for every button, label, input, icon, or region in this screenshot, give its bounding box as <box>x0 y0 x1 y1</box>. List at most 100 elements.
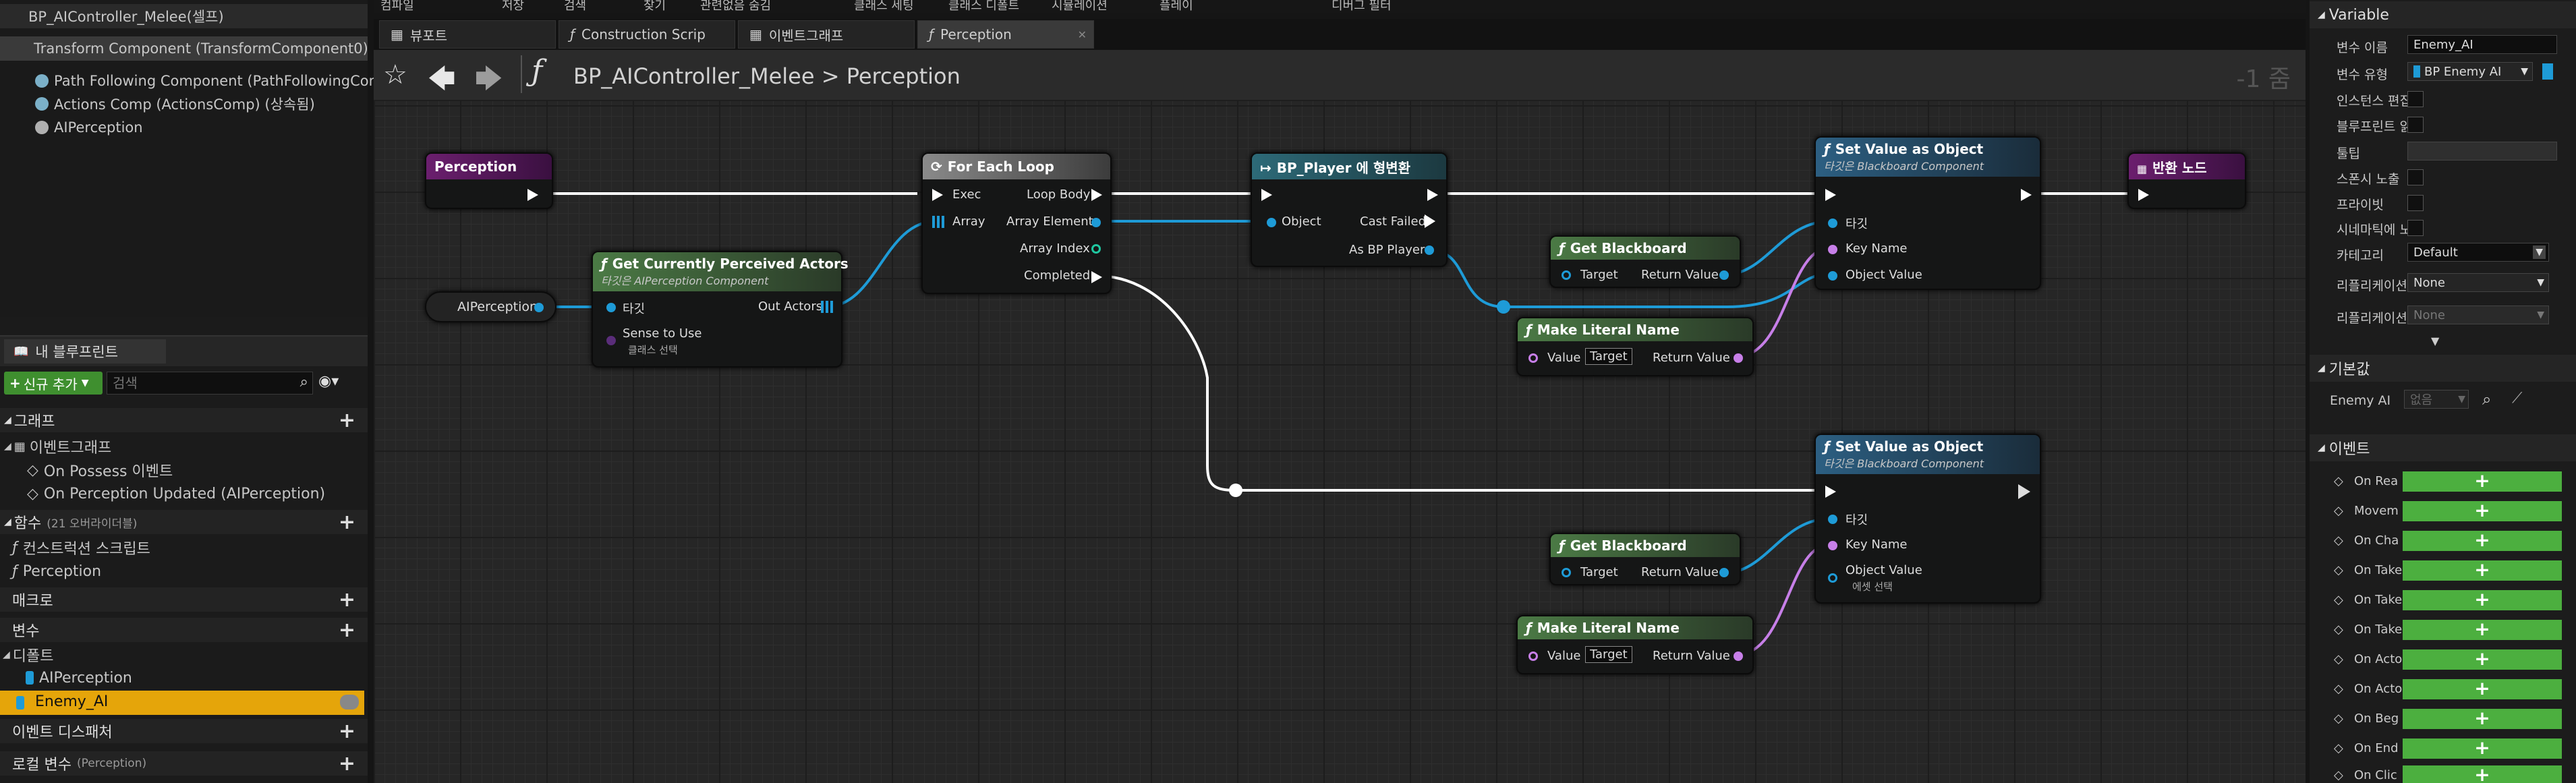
my-blueprint-tab[interactable]: 📖내 블루프린트 <box>4 339 166 364</box>
close-tab-icon[interactable]: ✕ <box>1077 28 1087 41</box>
section-event-dispatchers[interactable]: 이벤트 디스패처+ <box>0 719 368 743</box>
menu-class-settings[interactable]: 클래스 세팅 <box>854 0 914 13</box>
variable-type-dropdown[interactable]: BP Enemy AI▼ <box>2407 62 2533 81</box>
advanced-expand-icon[interactable]: ▼ <box>2431 335 2440 347</box>
instance-editable-checkbox[interactable] <box>2407 91 2424 107</box>
menu-debug-filter[interactable]: 디버그 필터 <box>1332 0 1392 13</box>
add-local-variable-icon[interactable]: + <box>338 751 355 776</box>
add-variable-icon[interactable]: + <box>338 618 355 642</box>
variable-section-header[interactable]: ◢Variable <box>2310 1 2576 28</box>
value-pin[interactable] <box>1528 353 1538 363</box>
object-value-pin[interactable] <box>1828 573 1837 583</box>
use-selected-icon[interactable]: ⟋ <box>2512 390 2523 407</box>
cast-failed-pin[interactable] <box>1425 214 1435 228</box>
add-event-button[interactable]: + <box>2403 765 2562 783</box>
menu-play[interactable]: 플레이 <box>1160 0 1193 13</box>
section-graphs[interactable]: ◢그래프+ <box>0 408 368 432</box>
node-perception-entry[interactable]: Perception <box>425 152 553 209</box>
menu-save[interactable]: 저장 <box>502 0 525 13</box>
add-dispatcher-icon[interactable]: + <box>338 719 355 743</box>
favorite-star-icon[interactable]: ☆ <box>383 59 407 90</box>
menu-class-defaults[interactable]: 클래스 디폴트 <box>948 0 1020 13</box>
exec-out-pin[interactable] <box>1427 189 1438 201</box>
section-local-variables[interactable]: 로컬 변수(Perception)+ <box>0 751 368 776</box>
object-in-pin[interactable] <box>1267 218 1276 227</box>
tab-viewport[interactable]: ▦뷰포트 <box>379 20 556 49</box>
expose-cinematics-checkbox[interactable] <box>2407 220 2424 236</box>
menu-simulation[interactable]: 시뮬레이션 <box>1052 0 1108 13</box>
value-pin[interactable] <box>1528 651 1538 661</box>
component-aiperception[interactable]: AIPerception <box>0 115 143 140</box>
add-event-button[interactable]: + <box>2403 709 2562 729</box>
add-macro-icon[interactable]: + <box>338 587 355 612</box>
variable-name-input[interactable]: Enemy_AI <box>2407 35 2557 54</box>
asset-select-dropdown[interactable]: 에셋 선택 <box>1852 581 1893 593</box>
replication-condition-dropdown[interactable]: None▼ <box>2407 306 2549 324</box>
target-pin[interactable] <box>1562 568 1571 577</box>
add-event-button[interactable]: + <box>2403 531 2562 551</box>
variable-enemy-ai-selected[interactable]: Enemy_AI <box>0 691 364 715</box>
eye-visibility-icon[interactable]: ◉▾ <box>318 373 339 390</box>
section-variables[interactable]: 변수+ <box>0 618 368 642</box>
variable-aiperception[interactable]: AIPerception <box>26 666 132 689</box>
return-value-pin[interactable] <box>1719 270 1729 280</box>
node-return[interactable]: ▦반환 노드 <box>2127 152 2246 209</box>
target-pin[interactable] <box>1828 219 1837 228</box>
forward-arrow-icon[interactable]: 🡆 <box>475 63 503 94</box>
event-on-perception-updated[interactable]: ◇On Perception Updated (AIPerception) <box>27 482 325 505</box>
array-out-pin[interactable] <box>821 301 833 313</box>
name-value-input[interactable]: Target <box>1585 646 1632 663</box>
array-index-pin[interactable] <box>1091 244 1101 254</box>
events-section-header[interactable]: ◢이벤트 <box>2310 434 2576 461</box>
add-graph-icon[interactable]: + <box>338 408 355 432</box>
add-event-button[interactable]: + <box>2403 471 2562 492</box>
node-for-each-loop[interactable]: ⟳For Each Loop Exec Loop Body Array Arra… <box>921 152 1112 294</box>
event-on-possess[interactable]: ◇On Possess 이벤트 <box>27 459 173 482</box>
eye-closed-icon[interactable] <box>340 695 359 709</box>
array-element-pin[interactable] <box>1091 218 1101 227</box>
back-arrow-icon[interactable]: 🡄 <box>428 63 456 94</box>
default-value-dropdown[interactable]: 없음▼ <box>2404 390 2469 409</box>
reroute-node[interactable] <box>1229 484 1242 497</box>
as-bp-player-pin[interactable] <box>1425 245 1434 255</box>
reroute-node[interactable] <box>1497 300 1510 314</box>
add-new-button[interactable]: +신규 추가▼ <box>4 372 103 395</box>
class-select-dropdown[interactable]: 클래스 선택 <box>628 344 678 356</box>
component-path-following[interactable]: Path Following Component (PathFollowingC… <box>0 69 400 93</box>
replication-dropdown[interactable]: None▼ <box>2407 273 2549 292</box>
exec-out-pin[interactable] <box>2021 189 2032 201</box>
menu-hide-unrelated[interactable]: 관련없음 숨김 <box>700 0 772 13</box>
menu-compile[interactable]: 컴파일 <box>380 0 414 13</box>
key-name-pin[interactable] <box>1828 245 1837 254</box>
exec-in-pin[interactable] <box>1825 486 1836 498</box>
blueprint-search-input[interactable] <box>107 372 283 394</box>
container-type-icon[interactable] <box>2542 63 2553 80</box>
section-macros[interactable]: 매크로+ <box>0 587 368 612</box>
exec-in-pin[interactable] <box>932 189 943 201</box>
component-actions[interactable]: Actions Comp (ActionsComp) (상속됨) <box>0 92 315 116</box>
add-event-button[interactable]: + <box>2403 560 2562 581</box>
menu-browse[interactable]: 검색 <box>564 0 587 13</box>
add-event-button[interactable]: + <box>2403 590 2562 610</box>
array-in-pin[interactable] <box>932 216 944 228</box>
name-value-input[interactable]: Target <box>1585 348 1632 365</box>
exec-in-pin[interactable] <box>1261 189 1272 201</box>
object-out-pin[interactable] <box>534 303 544 312</box>
node-aiperception-getter[interactable]: AIPerception <box>425 291 556 322</box>
return-value-pin[interactable] <box>1719 568 1729 577</box>
return-value-pin[interactable] <box>1734 651 1743 661</box>
target-pin[interactable] <box>1828 515 1837 524</box>
target-pin[interactable] <box>606 303 616 312</box>
breadcrumb-blueprint[interactable]: BP_AIController_Melee <box>573 63 815 89</box>
tab-event-graph[interactable]: ▦이벤트그래프 <box>738 20 915 49</box>
menu-find[interactable]: 찾기 <box>643 0 666 13</box>
target-pin[interactable] <box>1562 270 1571 280</box>
breadcrumb-graph[interactable]: Perception <box>846 63 961 89</box>
